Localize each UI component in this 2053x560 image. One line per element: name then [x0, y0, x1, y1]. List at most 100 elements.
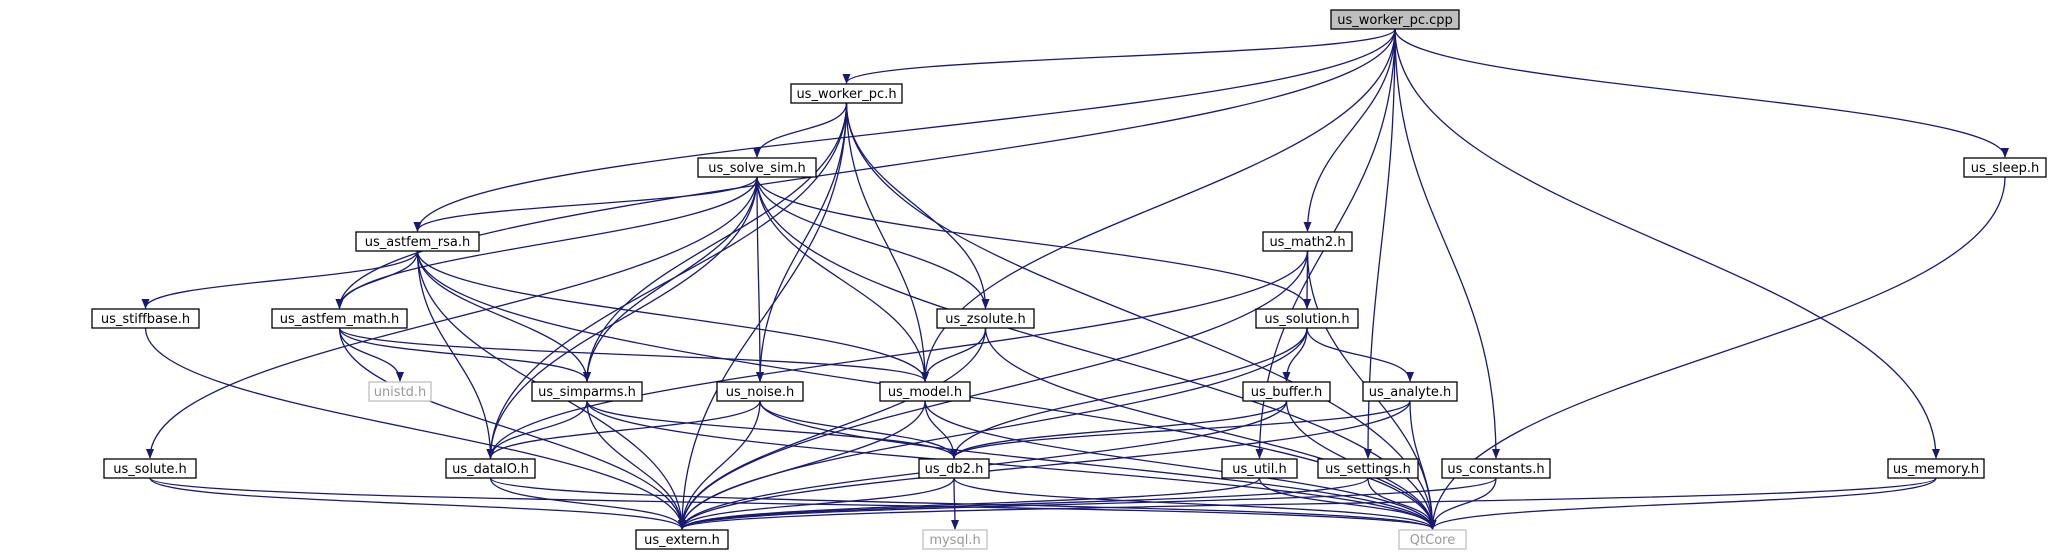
edge-analyte-to-db2 — [950, 400, 1411, 459]
node-simparms[interactable]: us_simparms.h — [531, 381, 643, 402]
node-label: us_astfem_rsa.h — [365, 235, 471, 250]
node-box — [91, 308, 200, 329]
edge-math2-to-extern — [678, 250, 1309, 530]
node-label: us_buffer.h — [1251, 385, 1322, 400]
node-box — [368, 381, 432, 402]
edge-astfem_rsa-to-simparms — [416, 250, 591, 382]
node-box — [531, 381, 643, 402]
edge-astfem_math-to-model — [338, 327, 929, 382]
edge-noise-to-extern — [678, 400, 761, 530]
edge-astfem_math-to-unistd — [338, 327, 404, 382]
edge-noise-to-dataio — [486, 400, 761, 459]
edge-memory-to-extern — [678, 477, 1937, 530]
node-astfem-math[interactable]: us_astfem_math.h — [271, 308, 408, 329]
edge-solution-to-buffer — [1282, 327, 1308, 382]
node-util[interactable]: us_util.h — [1221, 458, 1298, 479]
node-box — [1362, 381, 1458, 402]
edge-astfem_rsa-to-dataio — [416, 250, 495, 459]
nodes-layer: us_worker_pc.cpp us_worker_pc.h us_solve_s… — [91, 9, 2047, 550]
edge-util-to-extern — [678, 477, 1261, 530]
edge-root-to-astfem_math — [335, 28, 1396, 309]
node-box — [445, 458, 536, 479]
edge-simparms-to-extern — [586, 400, 686, 530]
edge-root-to-sleep — [1394, 28, 2009, 158]
edge-noise-to-qtcore — [759, 400, 1437, 530]
edge-dataio-to-extern — [489, 477, 686, 530]
node-dataio[interactable]: us_dataIO.h — [445, 458, 536, 479]
node-box — [1255, 308, 1359, 329]
node-box — [716, 381, 804, 402]
node-label: us_constants.h — [1447, 462, 1544, 477]
edge-memory-to-qtcore — [1428, 477, 1937, 530]
node-box — [790, 83, 903, 104]
node-label: us_model.h — [888, 385, 962, 400]
edge-astfem_rsa-to-stiffbase — [141, 250, 419, 309]
edge-simparms-to-db2 — [586, 400, 958, 459]
node-analyte[interactable]: us_analyte.h — [1362, 381, 1458, 402]
edge-solution-to-db2 — [950, 327, 1308, 459]
edge-astfem_rsa-to-model — [416, 250, 929, 382]
edge-root-to-math2 — [1303, 28, 1396, 232]
node-buffer[interactable]: us_buffer.h — [1242, 381, 1331, 402]
edge-worker_h-to-model — [845, 102, 929, 382]
edge-solve_sim-to-noise — [755, 176, 764, 382]
edge-db2-to-mysql — [950, 477, 959, 530]
node-stiffbase[interactable]: us_stiffbase.h — [91, 308, 200, 329]
node-label: us_analyte.h — [1369, 385, 1451, 400]
node-box — [1398, 529, 1467, 550]
node-noise[interactable]: us_noise.h — [716, 381, 804, 402]
node-memory[interactable]: us_memory.h — [1887, 458, 1985, 479]
edge-solve_sim-to-simparms — [583, 176, 758, 382]
node-label: us_astfem_math.h — [280, 312, 399, 327]
node-label: us_util.h — [1232, 462, 1286, 477]
edge-math2-to-dataio — [486, 250, 1309, 459]
node-worker-h[interactable]: us_worker_pc.h — [790, 83, 903, 104]
node-math2[interactable]: us_math2.h — [1262, 231, 1353, 252]
node-root[interactable]: us_worker_pc.cpp — [1330, 9, 1460, 30]
node-label: us_extern.h — [644, 533, 720, 548]
edge-root-to-constants — [1394, 28, 1500, 459]
edge-solution-to-extern — [678, 327, 1308, 530]
edge-solve_sim-to-solution — [756, 176, 1311, 309]
node-label: us_settings.h — [1325, 462, 1411, 477]
edge-constants-to-qtcore — [1428, 477, 1497, 530]
node-label: us_math2.h — [1269, 235, 1345, 250]
node-box — [271, 308, 408, 329]
node-box — [918, 458, 990, 479]
node-box — [1330, 9, 1460, 30]
node-astfem-rsa[interactable]: us_astfem_rsa.h — [355, 231, 480, 252]
node-label: unistd.h — [374, 385, 427, 400]
node-label: us_stiffbase.h — [101, 312, 190, 327]
node-model[interactable]: us_model.h — [879, 381, 971, 402]
node-constants[interactable]: us_constants.h — [1441, 458, 1551, 479]
node-box — [879, 381, 971, 402]
node-label: us_sleep.h — [1971, 161, 2040, 176]
node-box — [936, 308, 1035, 329]
node-zsolute[interactable]: us_zsolute.h — [936, 308, 1035, 329]
edge-analyte-to-qtcore — [1409, 400, 1437, 530]
node-box — [355, 231, 480, 252]
edge-dataio-to-qtcore — [489, 477, 1437, 530]
edge-worker_h-to-qtcore — [845, 102, 1437, 530]
node-label: mysql.h — [929, 533, 980, 548]
node-db2[interactable]: us_db2.h — [918, 458, 990, 479]
node-label: us_worker_pc.cpp — [1337, 13, 1453, 28]
node-qtcore: QtCore — [1398, 529, 1467, 550]
edge-worker_h-to-dataio — [486, 102, 848, 459]
node-settings[interactable]: us_settings.h — [1317, 458, 1419, 479]
node-sleep[interactable]: us_sleep.h — [1963, 157, 2047, 178]
node-solution[interactable]: us_solution.h — [1255, 308, 1359, 329]
node-extern[interactable]: us_extern.h — [635, 529, 729, 550]
node-solute[interactable]: us_solute.h — [103, 458, 197, 479]
edge-root-to-memory — [1394, 28, 1940, 459]
node-solve-sim[interactable]: us_solve_sim.h — [697, 157, 817, 178]
edge-solution-to-analyte — [1306, 327, 1414, 382]
node-label: QtCore — [1410, 533, 1455, 548]
node-box — [1887, 458, 1985, 479]
edge-solve_sim-to-astfem_rsa — [413, 176, 758, 232]
edge-astfem_rsa-to-astfem_math — [335, 250, 419, 309]
node-box — [1441, 458, 1551, 479]
edge-solve_sim-to-zsolute — [756, 176, 990, 309]
edge-solute-to-qtcore — [149, 477, 1437, 530]
edge-simparms-to-qtcore — [586, 400, 1437, 530]
